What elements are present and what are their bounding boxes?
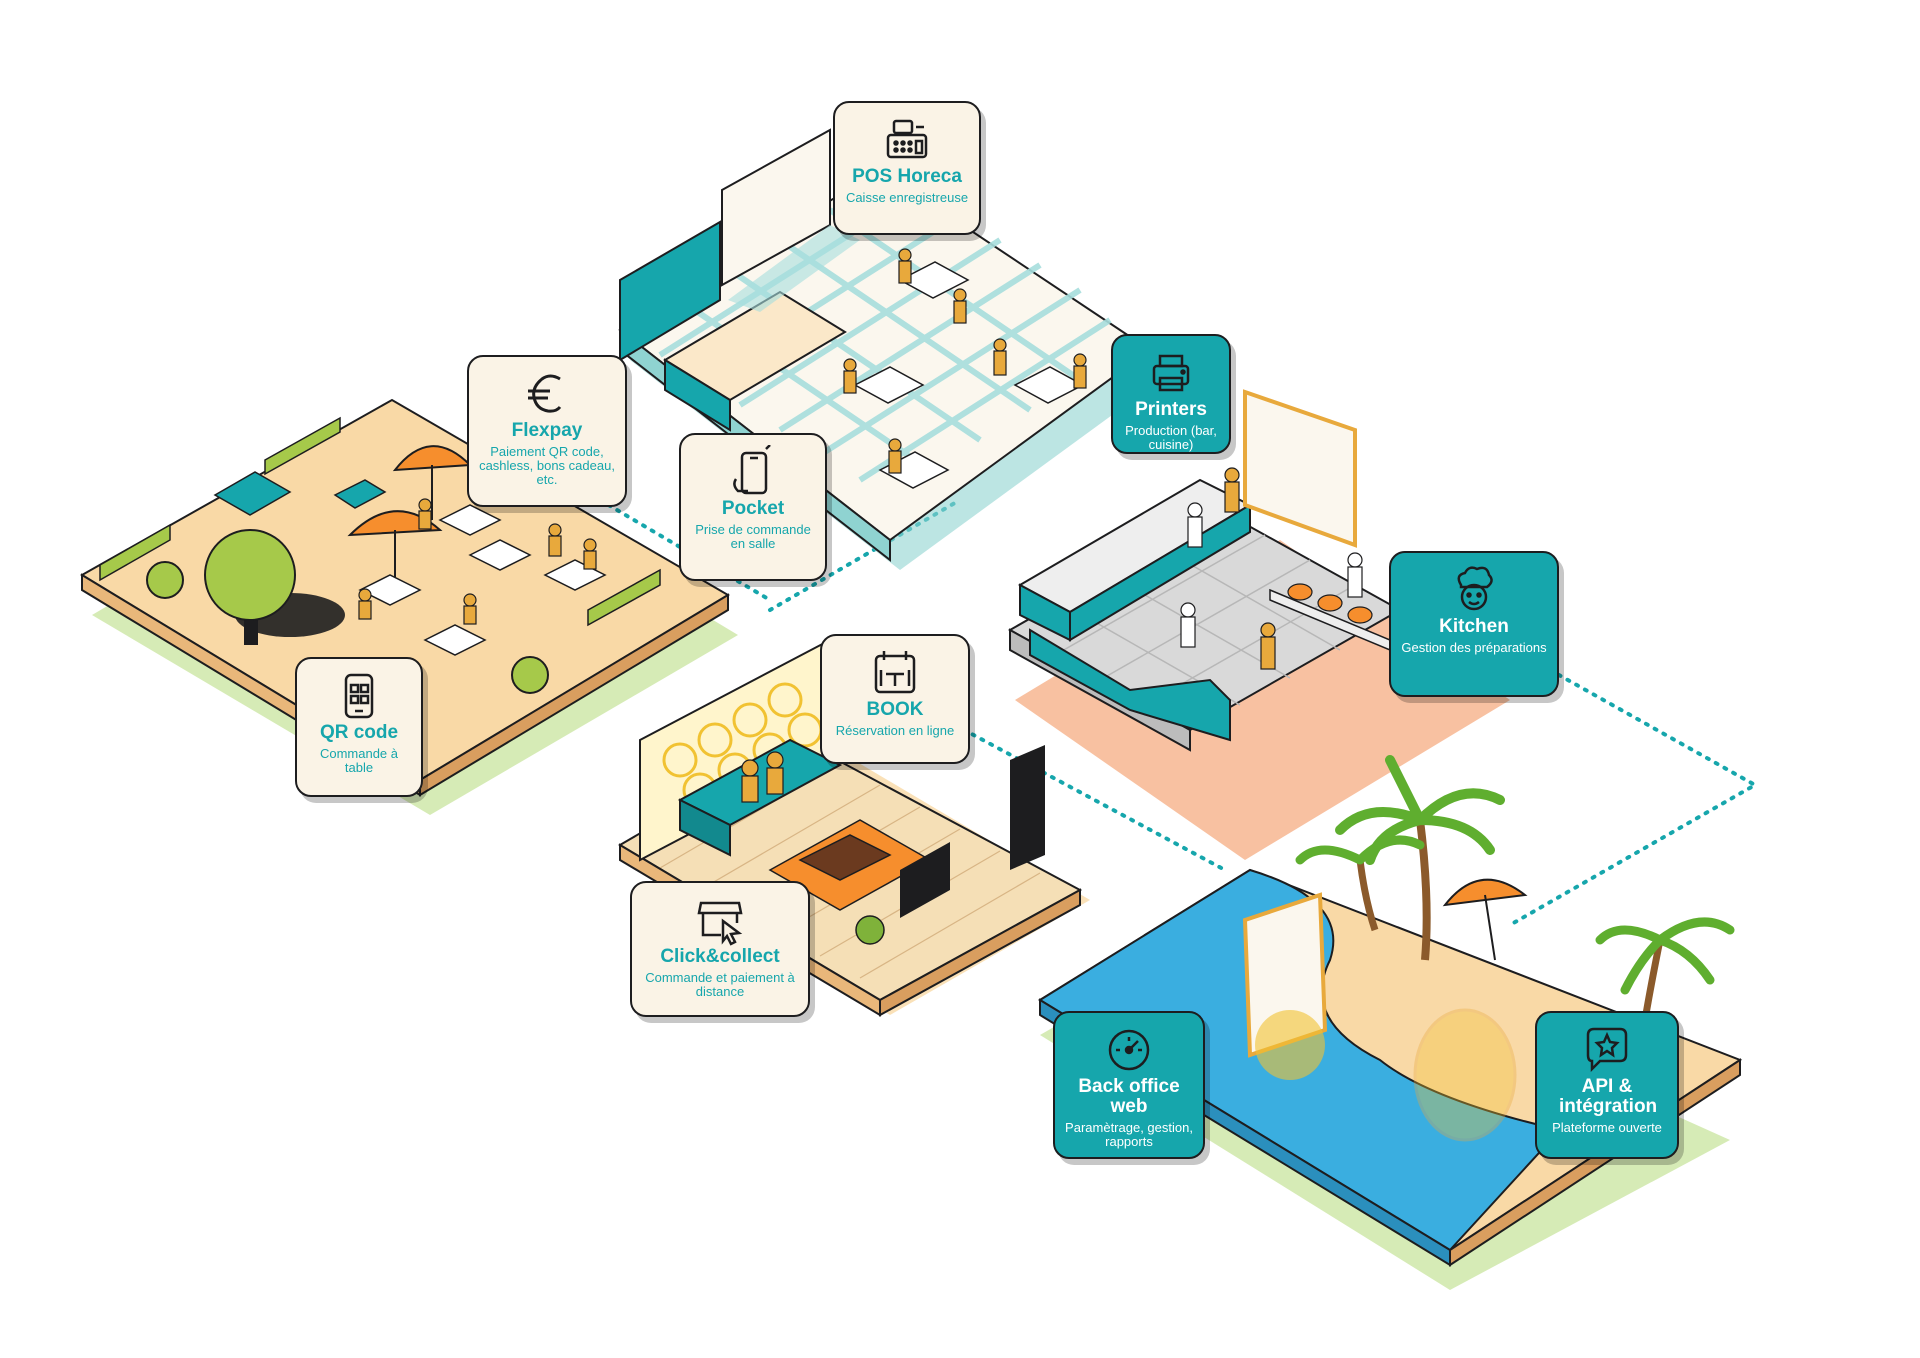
module-subtitle: Paramètrage, gestion, rapports (1065, 1120, 1193, 1149)
module-title: QR code (319, 722, 399, 743)
module-title: BOOK (866, 699, 924, 720)
api-chat-star-icon (1586, 1027, 1628, 1073)
module-subtitle: Caisse enregistreuse (845, 190, 969, 205)
module-card-printers: Printers Production (bar, cuisine) (1111, 334, 1231, 454)
smartphone-icon (733, 445, 771, 495)
module-title: Click&collect (660, 946, 780, 967)
dashboard-gauge-icon (1108, 1029, 1150, 1071)
module-title: Printers (1135, 399, 1207, 420)
module-subtitle: Commande et paiement à distance (645, 970, 795, 999)
module-card-flexpay: Flexpay Paiement QR code, cashless, bons… (467, 355, 627, 507)
cash-register-icon (886, 119, 928, 159)
module-card-qrcode: QR code Commande à table (295, 657, 423, 797)
module-subtitle: Production (bar, cuisine) (1125, 423, 1217, 452)
chef-icon (1457, 566, 1493, 611)
module-title: API & intégration (1559, 1076, 1658, 1117)
module-subtitle: Plateforme ouverte (1552, 1120, 1662, 1135)
printer-icon (1152, 354, 1190, 392)
qr-phone-icon (344, 673, 374, 719)
module-card-clickcollect: Click&collect Commande et paiement à dis… (630, 881, 810, 1017)
module-subtitle: Prise de commande en salle (695, 522, 811, 551)
kitchen-platform (1007, 389, 1510, 860)
module-title: Pocket (721, 498, 785, 519)
module-card-backoffice: Back office web Paramètrage, gestion, ra… (1053, 1011, 1205, 1159)
module-subtitle: Commande à table (319, 746, 399, 775)
module-subtitle: Paiement QR code, cashless, bons cadeau,… (479, 444, 615, 487)
module-card-pocket: Pocket Prise de commande en salle (679, 433, 827, 581)
module-title: POS Horeca (852, 166, 962, 187)
module-subtitle: Gestion des préparations (1401, 640, 1547, 655)
module-title: Back office web (1078, 1076, 1180, 1117)
euro-icon (528, 374, 562, 413)
module-card-book: BOOK Réservation en ligne (820, 634, 970, 764)
module-title: Kitchen (1439, 616, 1509, 637)
module-title: Flexpay (511, 420, 583, 441)
module-card-kitchen: Kitchen Gestion des préparations (1389, 551, 1559, 697)
module-card-api: API & intégration Plateforme ouverte (1535, 1011, 1679, 1159)
shop-cursor-icon (697, 901, 743, 946)
calendar-table-icon (874, 651, 916, 694)
terrace-platform (80, 398, 738, 815)
module-subtitle: Réservation en ligne (835, 723, 955, 738)
module-card-pos: POS Horeca Caisse enregistreuse (833, 101, 981, 235)
